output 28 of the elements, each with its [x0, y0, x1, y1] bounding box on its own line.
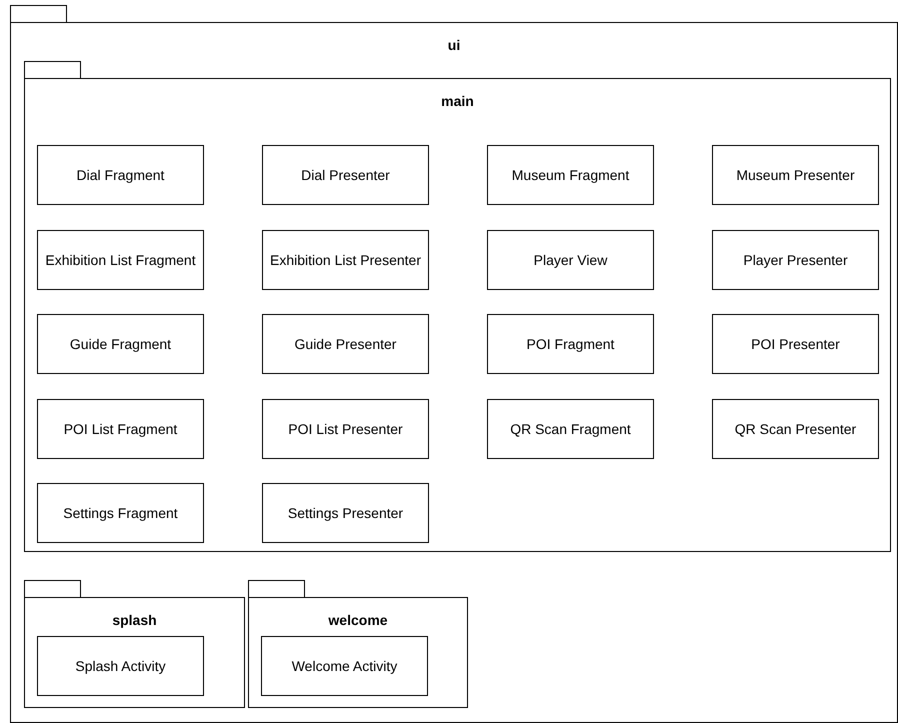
- package-title: ui: [448, 37, 460, 54]
- class-box: Splash Activity: [37, 636, 204, 696]
- class-box: Dial Fragment: [37, 145, 204, 205]
- class-box: Guide Presenter: [262, 314, 429, 374]
- package-frame: [24, 61, 891, 552]
- class-box: Exhibition List Fragment: [37, 230, 204, 290]
- package-frame: [24, 580, 245, 708]
- class-box: Player View: [487, 230, 654, 290]
- class-box: Guide Fragment: [37, 314, 204, 374]
- class-box: POI List Fragment: [37, 399, 204, 459]
- class-box: POI Fragment: [487, 314, 654, 374]
- class-box: Museum Presenter: [712, 145, 879, 205]
- class-box: Dial Presenter: [262, 145, 429, 205]
- class-box: Welcome Activity: [261, 636, 428, 696]
- class-box: QR Scan Fragment: [487, 399, 654, 459]
- package-frame: [10, 5, 898, 723]
- package-title: welcome: [328, 612, 388, 629]
- class-box: QR Scan Presenter: [712, 399, 879, 459]
- class-box: POI List Presenter: [262, 399, 429, 459]
- class-box: Player Presenter: [712, 230, 879, 290]
- class-box: Settings Presenter: [262, 483, 429, 543]
- class-box: Exhibition List Presenter: [262, 230, 429, 290]
- class-box: POI Presenter: [712, 314, 879, 374]
- class-box: Museum Fragment: [487, 145, 654, 205]
- class-box: Settings Fragment: [37, 483, 204, 543]
- package-title: splash: [112, 612, 157, 629]
- package-title: main: [441, 93, 474, 110]
- package-frame: [248, 580, 468, 708]
